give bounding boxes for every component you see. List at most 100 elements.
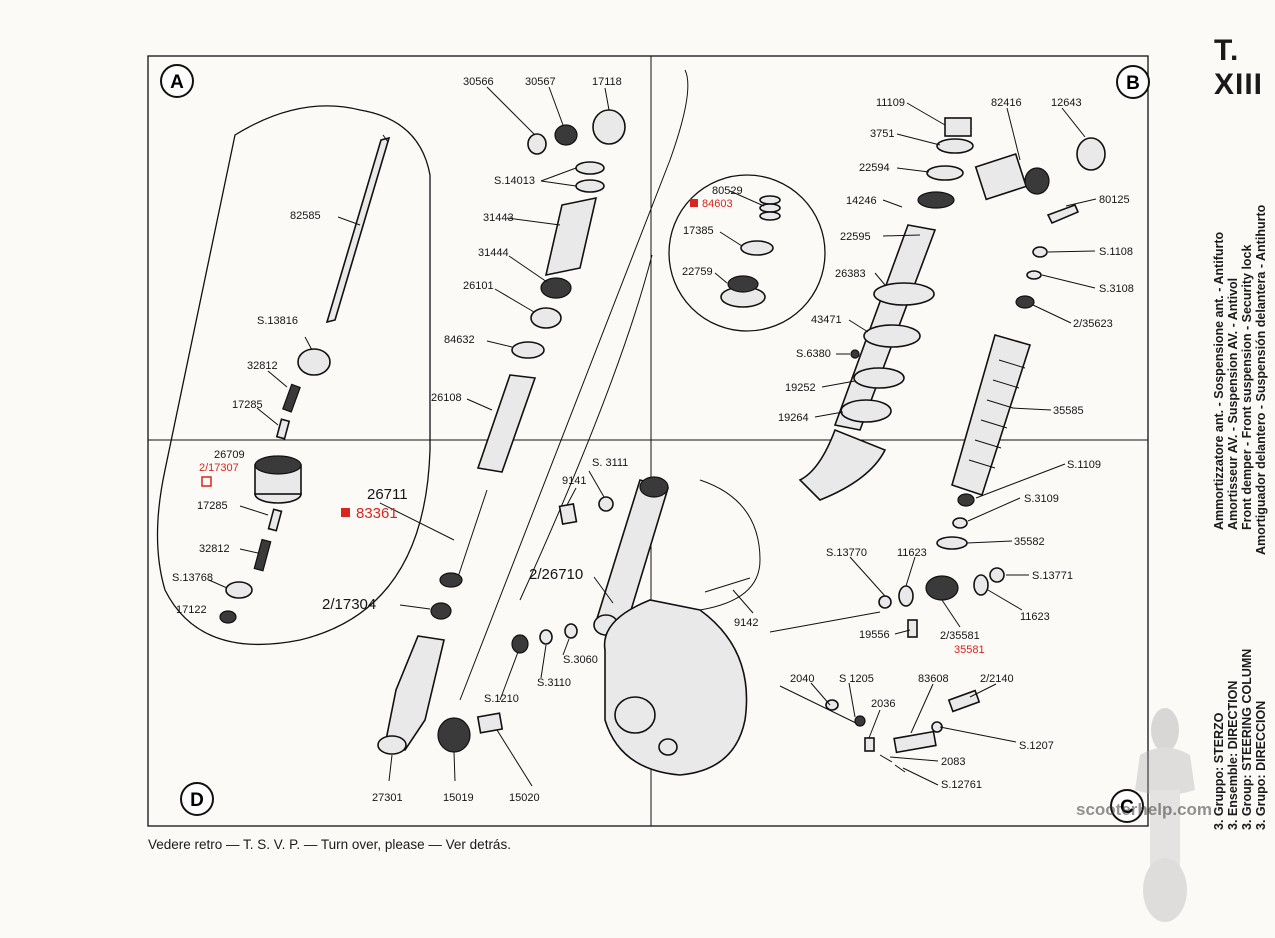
diagram-frame xyxy=(147,55,1149,827)
part-label: 11623 xyxy=(1020,611,1050,623)
new-part-marker xyxy=(341,508,350,517)
quadrant-badge-d: D xyxy=(180,782,214,816)
part-label: 17285 xyxy=(197,500,228,512)
part-label: 80125 xyxy=(1099,194,1130,206)
washer-9141 xyxy=(598,496,614,512)
nut-30567 xyxy=(554,124,578,146)
key-80125 xyxy=(1046,203,1080,225)
cable-2040 xyxy=(779,685,861,726)
bracket-83608 xyxy=(893,730,937,754)
quadrant-badge-b: B xyxy=(1116,65,1150,99)
valve-detail-circle xyxy=(668,174,826,332)
part-label: 2/35623 xyxy=(1073,318,1113,330)
part-label: 22594 xyxy=(859,162,890,174)
new-part-marker xyxy=(690,199,698,207)
part-label: 30567 xyxy=(525,76,556,88)
part-label: 35582 xyxy=(1014,536,1045,548)
part-label: S.13768 xyxy=(172,572,213,584)
bolt-2-35623 xyxy=(1015,295,1035,309)
quadrant-letter: A xyxy=(170,72,184,93)
part-label: 26711 xyxy=(367,486,408,503)
part-label: 17118 xyxy=(592,76,622,88)
front-hub xyxy=(603,479,761,776)
part-label: S.13770 xyxy=(826,547,867,559)
header-line-fr: Amortisseur AV. - Suspension AV. - Antiv… xyxy=(1226,277,1240,530)
part-label: S.12761 xyxy=(941,779,982,791)
part-label: S.3110 xyxy=(537,677,571,689)
rod-end xyxy=(439,572,463,588)
spring-80529-c xyxy=(759,211,781,221)
part-label: S.3108 xyxy=(1099,283,1134,295)
seal-11623-a xyxy=(973,574,989,596)
part-label: S.3109 xyxy=(1024,493,1059,505)
spring-s12761 xyxy=(894,764,906,773)
group-line-it: 3. Gruppo: STERZO xyxy=(1212,713,1226,830)
scooter-watermark-graphic xyxy=(1135,708,1195,922)
part-label: 9142 xyxy=(734,617,758,629)
washer-s3108 xyxy=(1026,270,1042,280)
valve-body-26709 xyxy=(254,455,302,504)
screw-2036 xyxy=(864,737,875,752)
nut-3751 xyxy=(936,138,974,154)
pin-2083 xyxy=(879,754,893,763)
part-label: 26101 xyxy=(463,280,494,292)
group-line-es: 3. Grupo: DIRECCION xyxy=(1254,701,1268,830)
bush-30566 xyxy=(527,133,547,155)
washer-s13768 xyxy=(225,581,253,599)
cup-35582 xyxy=(936,536,968,550)
part-label: 32812 xyxy=(247,360,278,372)
damper-rod-82585 xyxy=(325,134,391,324)
quadrant-letter: C xyxy=(1120,797,1134,818)
part-label: 15020 xyxy=(509,792,540,804)
part-label: 14246 xyxy=(846,195,877,207)
pivot-pin xyxy=(769,611,881,633)
part-label: S 1205 xyxy=(839,673,874,685)
group-number: 3. xyxy=(1226,819,1240,830)
part-label: 2/2140 xyxy=(980,673,1014,685)
part-label: S.1207 xyxy=(1019,740,1054,752)
part-label: 11109 xyxy=(876,97,905,109)
part-label: 26108 xyxy=(431,392,462,404)
watermark-text: scooterhelp.com xyxy=(1076,800,1213,819)
part-label: 2036 xyxy=(871,698,895,710)
leader-lines xyxy=(208,86,1097,787)
quadrant-letter: B xyxy=(1126,73,1140,94)
nut-s1205 xyxy=(825,699,839,711)
spring-80529-a xyxy=(759,195,781,205)
group-name: DIRECTION xyxy=(1226,680,1240,750)
cutaway-line xyxy=(459,69,689,701)
seal-26101 xyxy=(530,307,562,329)
group-name: STEERING COLUMN xyxy=(1240,648,1254,771)
part-label: 31443 xyxy=(483,212,514,224)
group-label: Ensemble: xyxy=(1226,752,1240,817)
part-label: 82585 xyxy=(290,210,321,222)
part-label: 9141 xyxy=(562,475,586,487)
group-label: Group: xyxy=(1240,774,1254,817)
part-label: 2/26710 xyxy=(529,566,583,583)
washer-s3109 xyxy=(952,517,968,529)
part-label-red: 2/17307 xyxy=(199,462,239,474)
part-label: 31444 xyxy=(478,247,509,259)
rebound-washer xyxy=(297,348,331,376)
quadrant-badge-c: C xyxy=(1110,789,1144,823)
washer-s3110 xyxy=(539,629,553,645)
pin-17285-a xyxy=(275,418,291,440)
shock-absorber-detail-outline xyxy=(156,105,431,646)
spring-32812-b xyxy=(253,538,272,572)
cutaway-line-2 xyxy=(519,254,653,601)
header-line-it: Ammortizzatore ant. - Sospensione ant. -… xyxy=(1212,231,1226,530)
part-label: 2040 xyxy=(790,673,814,685)
nut-s1108 xyxy=(1032,246,1048,258)
part-label: 84632 xyxy=(444,334,475,346)
part-label: 2083 xyxy=(941,756,965,768)
group-name: STERZO xyxy=(1212,712,1226,764)
tube-11109 xyxy=(944,117,972,137)
group-number: 3. xyxy=(1240,819,1254,830)
bolt-s3111 xyxy=(558,502,578,526)
part-label: 17285 xyxy=(232,399,263,411)
part-label: 2/17304 xyxy=(322,596,376,613)
nut-s1109 xyxy=(957,493,975,507)
sleeve-31443 xyxy=(544,196,598,277)
washer-s13770 xyxy=(878,595,892,609)
